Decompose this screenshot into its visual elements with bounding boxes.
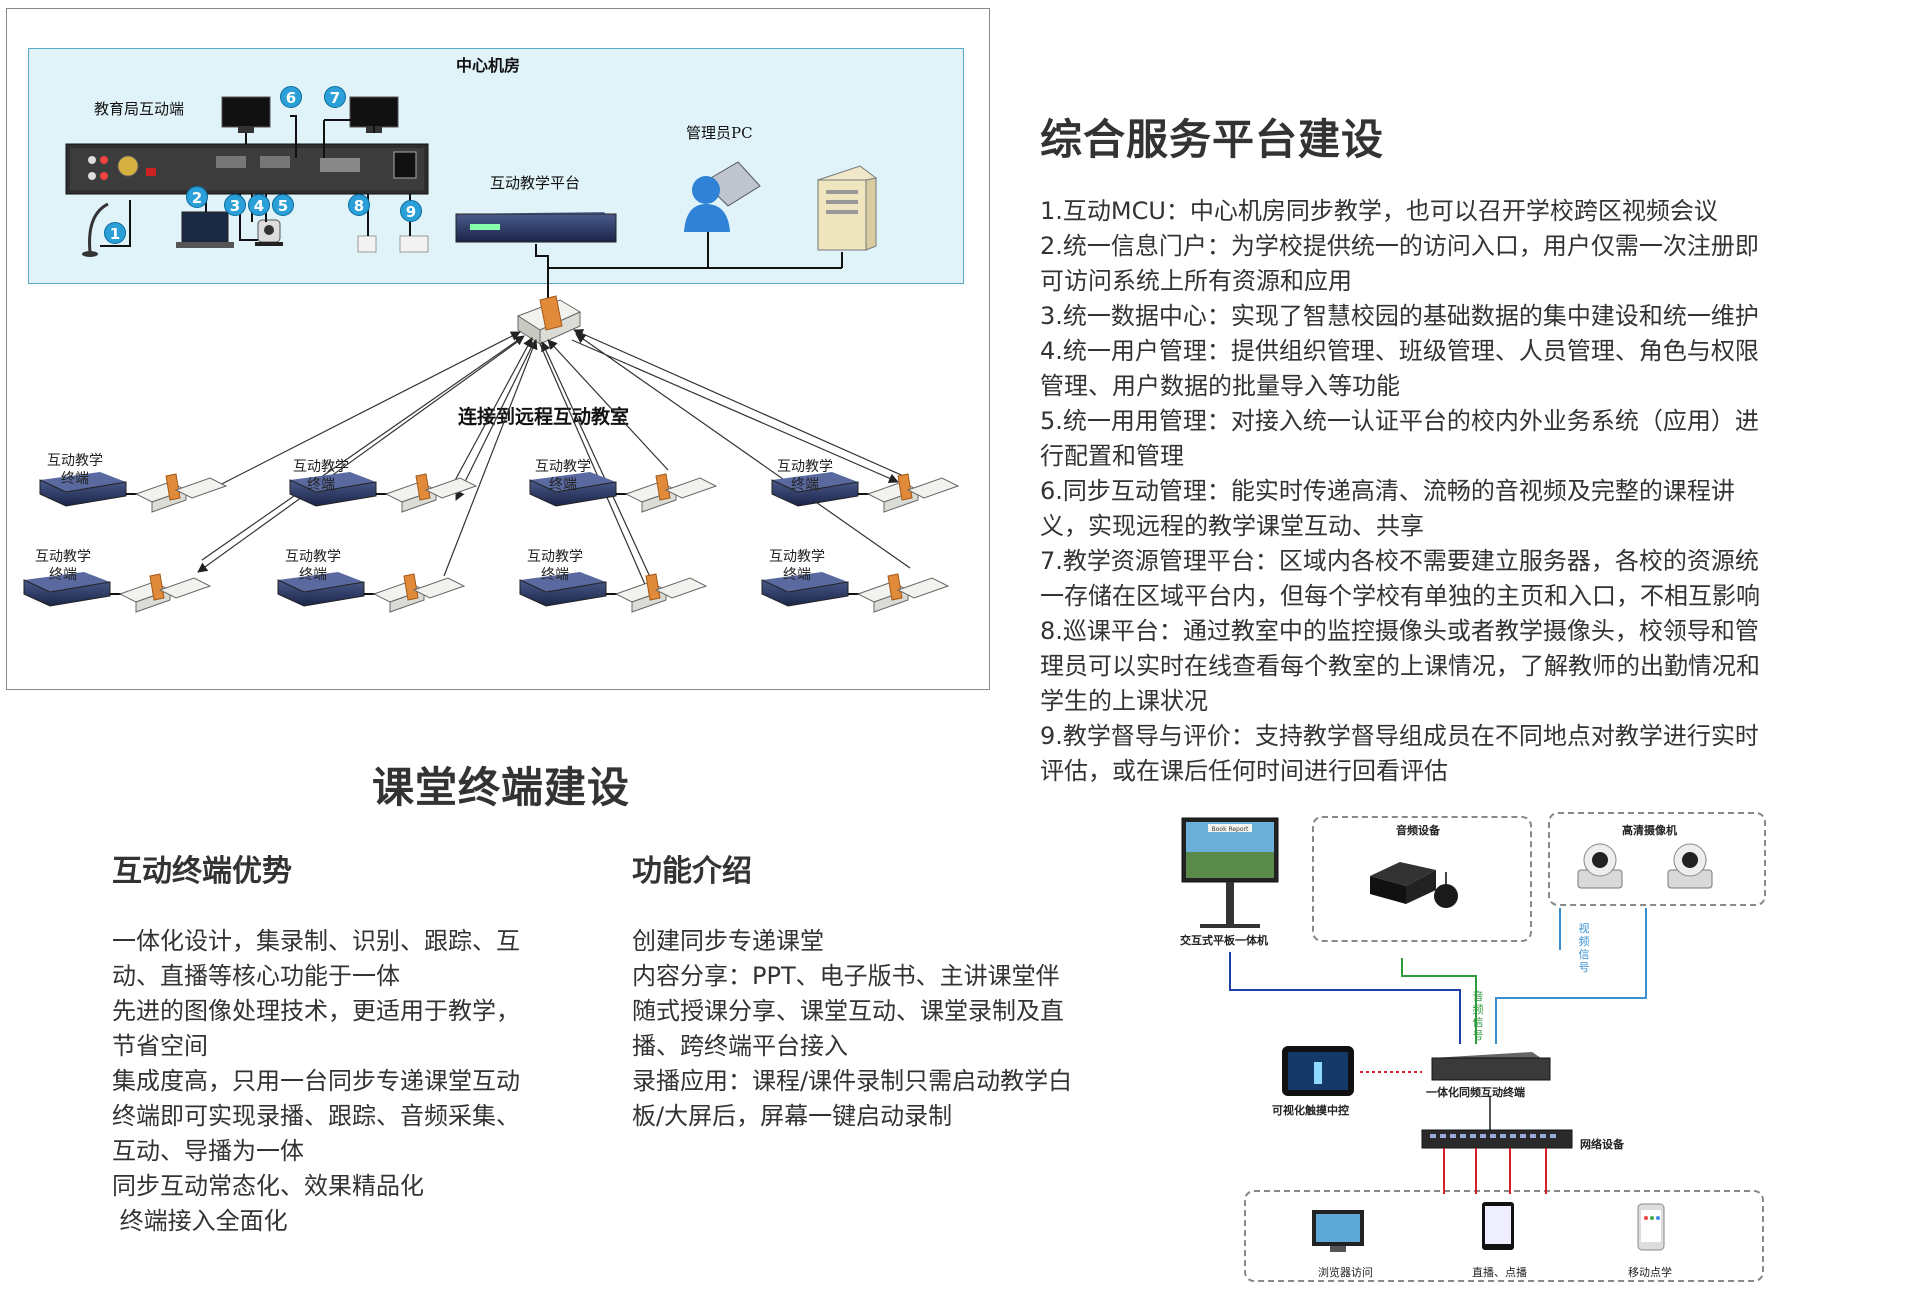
panel-label: 交互式平板一体机 [1180,934,1268,947]
terminal-label: 互动教学终端 [769,549,825,583]
platform-line: 管理、用户数据的批量导入等功能 [1040,372,1400,400]
terminal-label: 互动教学终端 [285,549,341,583]
sync-terminal [1431,1052,1551,1081]
function-line: 随式授课分享、课堂互动、课堂录制及直 [632,997,1064,1025]
admin-pc [684,161,761,232]
network-switch [1421,1129,1573,1149]
admin-pc-label: 管理员PC [686,124,753,142]
advantage-line: 同步互动常态化、效果精品化 [112,1172,424,1200]
platform-title: 综合服务平台建设 [1040,115,1385,164]
advantage-line: 集成度高，只用一台同步专递课堂互动 [112,1067,520,1095]
live-label: 直播、点播 [1472,1266,1527,1279]
edu-bureau-label: 教育局互动端 [94,100,185,118]
platform-line: 学生的上课状况 [1040,687,1208,715]
function-line: 播、跨终端平台接入 [632,1032,848,1060]
camera-box [1548,812,1766,906]
topology-graphics [23,96,960,613]
connect-label: 连接到远程互动教室 [458,406,630,428]
function-line: 创建同步专递课堂 [632,927,824,955]
platform-line: 行配置和管理 [1040,442,1184,470]
badge-7: 7 [324,86,346,108]
platform-label: 互动教学平台 [490,174,581,192]
advantage-line: 终端接入全面化 [112,1207,288,1235]
advantage-line: 动、直播等核心功能于一体 [112,962,400,990]
camera-1 [1577,843,1623,889]
audio-device [1370,862,1458,908]
platform-line: 7.教学资源管理平台：区域内各校不需要建立服务器，各校的资源统 [1040,547,1759,575]
tablet-client [1482,1202,1514,1250]
badge-8: 8 [348,194,370,216]
functions-title: 功能介绍 [632,854,752,889]
audio-device-box [1312,816,1532,942]
platform-line: 4.统一用户管理：提供组织管理、班级管理、人员管理、角色与权限 [1040,337,1759,365]
camera-device [255,219,283,246]
device-diagram-graphics: Book Report [1181,817,1713,1252]
interactive-panel: Book Report [1181,817,1279,928]
touch-controller-label: 可视化触摸中控 [1272,1104,1349,1117]
platform-line: 可访问系统上所有资源和应用 [1040,267,1352,295]
video-signal-label: 视频信号 [1578,922,1590,974]
laptop [176,211,234,248]
mobile-label: 移动点学 [1628,1266,1672,1279]
functions-list: 创建同步专递课堂 内容分享：PPT、电子版书、主讲课堂伴 随式授课分享、课堂互动… [632,924,1072,1134]
badge-5: 5 [272,194,294,216]
terminal-label: 互动教学终端 [293,459,349,493]
network-device-label: 网络设备 [1580,1138,1624,1151]
monitor-6 [221,96,271,133]
function-line: 内容分享：PPT、电子版书、主讲课堂伴 [632,962,1060,990]
terminal-label: 互动教学终端 [535,459,591,493]
audio-signal-label: 音频信号 [1472,990,1484,1042]
terminal-label: 互动教学终端 [35,549,91,583]
terminal-label: 互动教学终端 [47,453,103,487]
microphone [82,202,109,257]
badge-2: 2 [186,186,208,208]
badge-1: 1 [104,222,126,244]
browser-label: 浏览器访问 [1318,1266,1373,1279]
platform-line: 9.教学督导与评价：支持教学督导组成员在不同地点对教学进行实时 [1040,722,1759,750]
advantage-line: 一体化设计，集录制、识别、跟踪、互 [112,927,520,955]
center-room-title: 中心机房 [456,56,521,75]
badge-4: 4 [248,194,270,216]
advantage-line: 互动、导播为一体 [112,1137,304,1165]
platform-line: 5.统一用用管理：对接入统一认证平台的校内外业务系统（应用）进 [1040,407,1759,435]
advantage-line: 终端即可实现录播、跟踪、音频采集、 [112,1102,520,1130]
client-box [1244,1190,1764,1282]
function-line: 录播应用：课程/课件录制只需启动教学白 [632,1067,1073,1095]
advantages-list: 一体化设计，集录制、识别、跟踪、互 动、直播等核心功能于一体 先进的图像处理技术… [112,924,520,1239]
platform-line: 评估，或在课后任何时间进行回看评估 [1040,757,1448,785]
tower-server [816,165,878,251]
badge-6: 6 [280,86,302,108]
advantage-line: 节省空间 [112,1032,208,1060]
platform-server [455,212,617,243]
terminal-label: 互动教学终端 [777,459,833,493]
advantages-title: 互动终端优势 [112,854,292,889]
mcu-device [65,143,429,195]
platform-line: 义，实现远程的教学课堂互动、共享 [1040,512,1424,540]
classroom-title: 课堂终端建设 [372,763,631,812]
svg-text:Book Report: Book Report [1212,826,1249,833]
platform-line: 一存储在区域平台内，但每个学校有单独的主页和入口，不相互影响 [1040,582,1760,610]
platform-line: 理员可以实时在线查看每个教室的上课情况，了解教师的出勤情况和 [1040,652,1760,680]
camera-2 [1667,843,1713,889]
central-switch [516,295,582,345]
badge-9: 9 [400,200,422,222]
terminal-label: 互动教学终端 [527,549,583,583]
browser-client [1312,1210,1364,1252]
platform-line: 1.互动MCU：中心机房同步教学，也可以召开学校跨区视频会议 [1040,197,1718,225]
platform-description: 1.互动MCU：中心机房同步教学，也可以召开学校跨区视频会议 2.统一信息门户：… [1040,194,1760,789]
touch-controller [1282,1046,1354,1096]
audio-label: 音频设备 [1396,824,1440,837]
badge-3: 3 [224,194,246,216]
platform-line: 6.同步互动管理：能实时传递高清、流畅的音视频及完整的课程讲 [1040,477,1735,505]
platform-line: 8.巡课平台：通过教室中的监控摄像头或者教学摄像头，校领导和管 [1040,617,1759,645]
terminal-devices [23,472,960,613]
platform-line: 3.统一数据中心：实现了智慧校园的基础数据的集中建设和统一维护 [1040,302,1759,330]
camera-label: 高清摄像机 [1622,824,1677,837]
platform-line: 2.统一信息门户：为学校提供统一的访问入口，用户仅需一次注册即 [1040,232,1759,260]
function-line: 板/大屏后，屏幕一键启动录制 [632,1102,953,1130]
terminal-device-label: 一体化同频互动终端 [1426,1086,1525,1099]
advantage-line: 先进的图像处理技术，更适用于教学， [112,997,520,1025]
mobile-client [1637,1203,1665,1251]
